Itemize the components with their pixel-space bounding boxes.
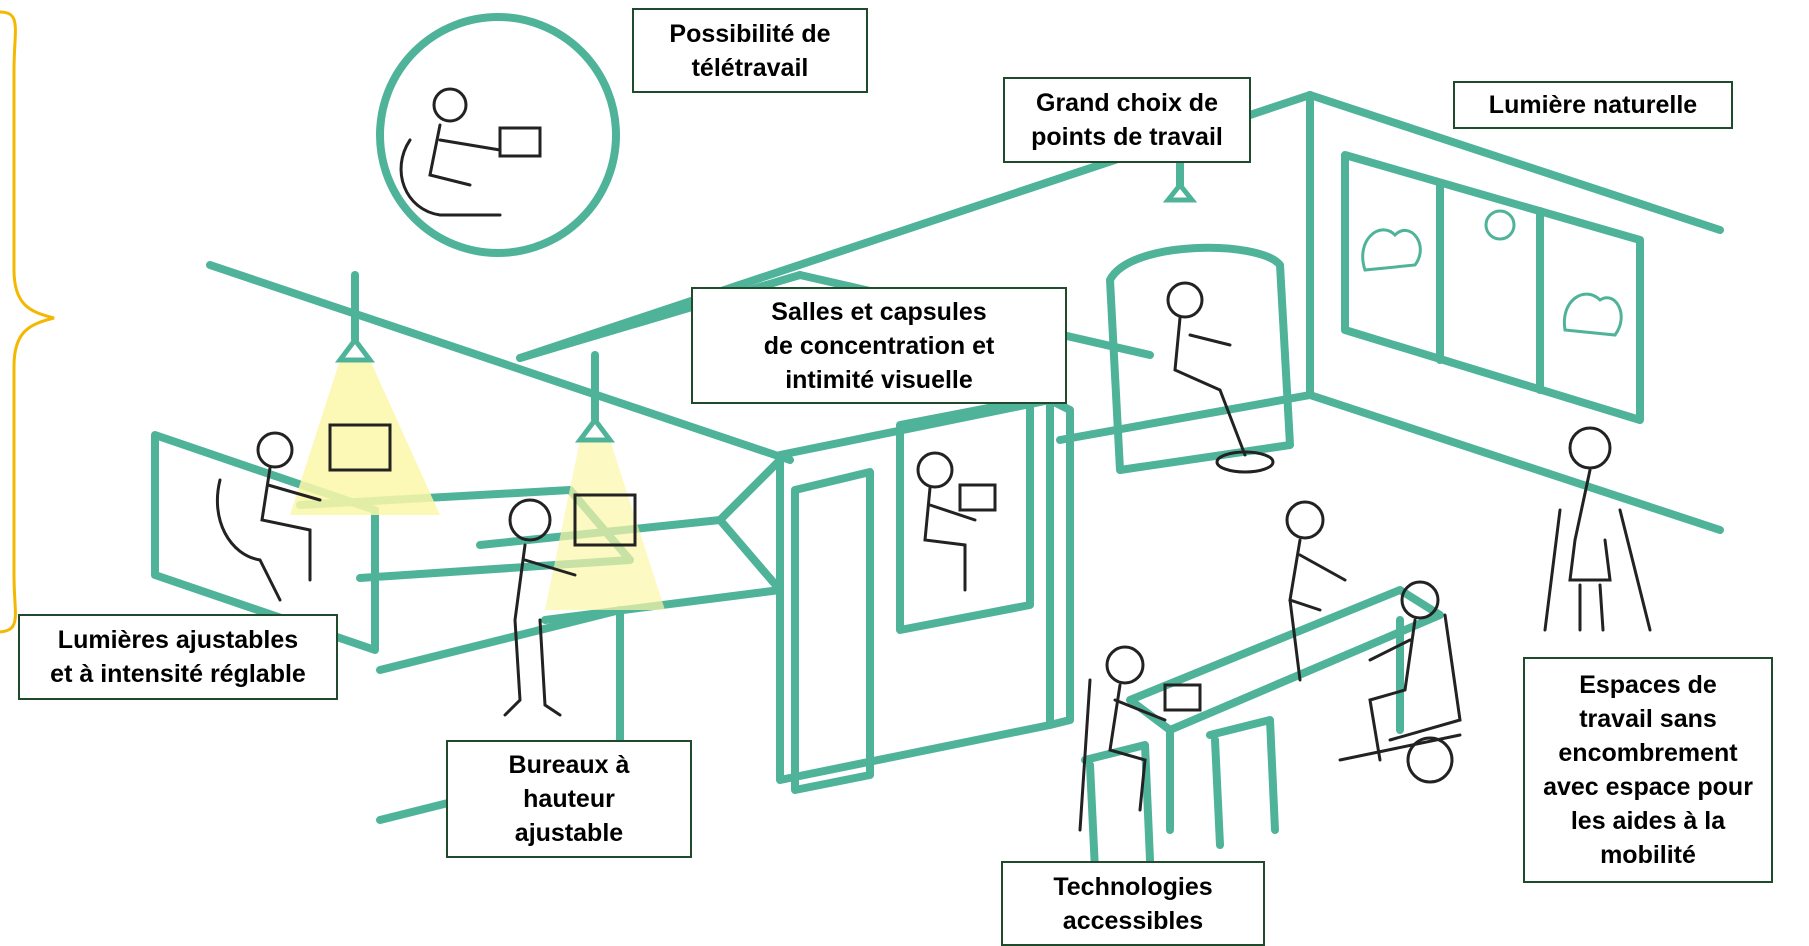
person-pod-body: [1173, 316, 1247, 457]
person-capsule-body: [923, 486, 977, 592]
laptop-cane: [1163, 683, 1202, 712]
label-lumiere-naturelle-text: Lumière naturelle: [1488, 91, 1698, 119]
wheelchair-wheel: [1406, 736, 1454, 784]
left-back-wall: [206, 261, 794, 464]
label-technologies-text: Technologies accessibles: [1053, 872, 1213, 935]
people: [215, 87, 1652, 832]
monitor-mid: [573, 493, 637, 547]
mid-desk-leg: [716, 456, 784, 524]
label-bureaux-hauteur-text: Bureaux à hauteur ajustable: [508, 751, 630, 847]
lamps: [335, 180, 1198, 443]
lamp-shade-1: [335, 335, 375, 363]
collab-table: [1126, 586, 1444, 734]
tree-1: [1361, 228, 1422, 272]
capsule-window: [896, 396, 1034, 634]
window-frame: [1341, 151, 1644, 424]
lamp-shade-3: [1162, 180, 1198, 203]
person-mid-head: [508, 498, 552, 542]
crutches: [1543, 508, 1652, 632]
person-wheelchair-body: [1368, 618, 1417, 762]
person-capsule-head: [916, 451, 954, 489]
laptop-capsule: [958, 483, 997, 512]
label-points-travail-text: Grand choix de points de travail: [1031, 89, 1223, 151]
work-pod: [1106, 243, 1294, 474]
label-salles-capsules-text: Salles et capsules de concentration et i…: [763, 297, 995, 394]
label-espaces-travail-text: Espaces de travail sans encombrement ave…: [1543, 671, 1753, 869]
person-left-head: [256, 431, 294, 469]
person-cane-head: [1105, 645, 1145, 685]
person-crutches-body: [1568, 468, 1612, 632]
person-mid-body: [503, 543, 577, 717]
stool-2: [1206, 716, 1279, 849]
capsule-frame: [776, 396, 1054, 784]
capsule-side: [1046, 396, 1074, 729]
white-cane: [1078, 678, 1092, 832]
tree-2: [1562, 292, 1623, 337]
person-left-body: [260, 466, 322, 582]
capsule-door: [791, 468, 874, 794]
person-crutches-head: [1568, 426, 1612, 470]
label-teletravail: Possibilité de télétravail: [632, 8, 868, 93]
label-lumieres-ajustables: Lumières ajustables et à intensité régla…: [18, 614, 338, 700]
label-espaces-travail: Espaces de travail sans encombrement ave…: [1523, 657, 1773, 883]
person-wheelchair-head: [1400, 580, 1440, 620]
right-back-wall-top: [1306, 91, 1724, 234]
window-scenery: [1361, 209, 1623, 337]
pod-stool: [1215, 450, 1275, 474]
label-lumiere-naturelle: Lumière naturelle: [1453, 81, 1733, 129]
light-cone-1: [290, 360, 440, 515]
chair-left: [215, 478, 282, 602]
person-bubble-head: [432, 87, 468, 123]
stool-1: [1081, 741, 1154, 874]
label-technologies: Technologies accessibles: [1001, 861, 1265, 946]
label-points-travail: Grand choix de points de travail: [1003, 77, 1251, 163]
laptop-bubble: [498, 126, 542, 158]
person-glasses-head: [1285, 500, 1325, 540]
sun-icon: [1484, 209, 1516, 241]
person-glasses-body: [1288, 538, 1347, 682]
yellow-brace: [0, 10, 55, 634]
person-cane-body: [1108, 683, 1167, 812]
right-floor-line: [1056, 391, 1724, 534]
label-teletravail-text: Possibilité de télétravail: [669, 19, 831, 82]
label-bureaux-hauteur: Bureaux à hauteur ajustable: [446, 740, 692, 858]
light-cone-2: [545, 440, 665, 610]
person-bubble-body: [428, 123, 502, 187]
lamp-shade-2: [575, 415, 615, 443]
telework-bubble: [376, 13, 620, 257]
chair-bubble: [399, 138, 502, 217]
label-lumieres-ajustables-text: Lumières ajustables et à intensité régla…: [50, 626, 306, 688]
label-salles-capsules: Salles et capsules de concentration et i…: [691, 287, 1067, 404]
person-pod-head: [1166, 281, 1204, 319]
monitor-left: [328, 423, 392, 472]
